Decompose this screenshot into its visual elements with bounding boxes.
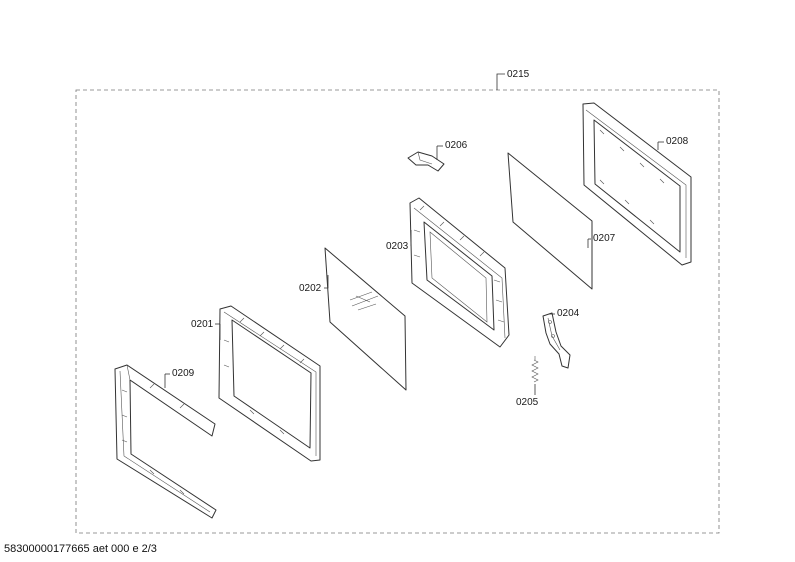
assembly-boundary-0215 <box>75 89 720 534</box>
callout-0206[interactable]: 0206 <box>436 140 468 160</box>
part-0208-rear-frame[interactable] <box>582 102 692 266</box>
label-0205: 0205 <box>516 397 539 408</box>
label-0201: 0201 <box>191 319 214 330</box>
callout-0204[interactable]: 0204 <box>549 308 580 319</box>
part-0205-spring[interactable] <box>531 356 539 383</box>
callout-0201[interactable]: 0201 <box>191 319 221 340</box>
label-0207: 0207 <box>593 233 616 244</box>
part-0203-inner-frame[interactable] <box>409 197 510 348</box>
part-0206-bracket[interactable] <box>407 151 445 172</box>
label-0204: 0204 <box>557 308 580 319</box>
callout-0203[interactable]: 0203 <box>386 230 412 252</box>
part-0204-hinge[interactable] <box>542 312 571 369</box>
callout-0208[interactable]: 0208 <box>657 136 689 150</box>
label-0215: 0215 <box>507 69 530 80</box>
part-0202-glass-pane[interactable] <box>324 247 407 391</box>
callout-0205[interactable]: 0205 <box>516 384 539 408</box>
part-0207-glass-pane[interactable] <box>507 152 593 290</box>
label-0209: 0209 <box>172 368 195 379</box>
label-0206: 0206 <box>445 140 468 151</box>
callout-0207[interactable]: 0207 <box>587 233 616 248</box>
part-0209-trim-frame[interactable] <box>114 364 217 519</box>
label-0203: 0203 <box>386 241 409 252</box>
callout-0209[interactable]: 0209 <box>164 368 195 388</box>
callout-0215[interactable]: 0215 <box>496 69 530 90</box>
part-0201-door-frame[interactable] <box>218 305 321 462</box>
document-id-footer: 58300000177665 aet 000 e 2/3 <box>4 543 157 555</box>
label-0208: 0208 <box>666 136 689 147</box>
label-0202: 0202 <box>299 283 322 294</box>
callout-0202[interactable]: 0202 <box>299 275 329 294</box>
